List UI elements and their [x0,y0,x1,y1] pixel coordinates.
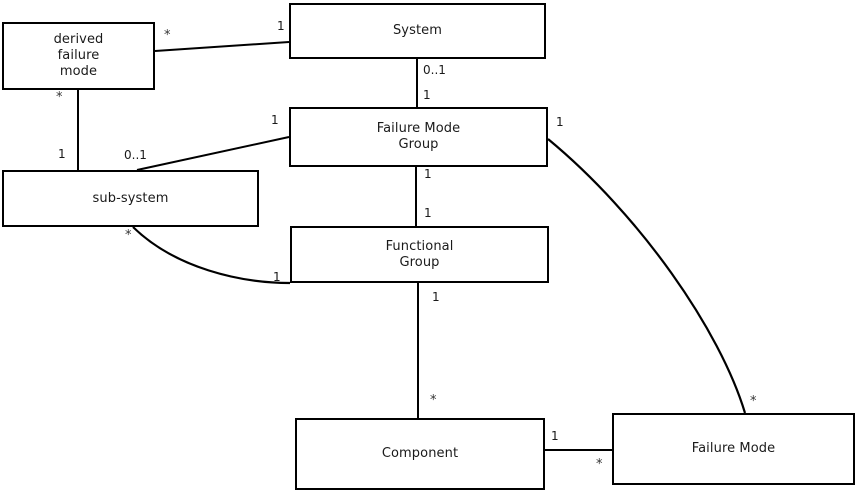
association-failure-mode-group-to-failure-mode [547,138,747,414]
multiplicity-m-dfm-system-star: * [164,28,171,43]
multiplicity-m-fmg-system-one: 1 [423,88,431,102]
multiplicity-m-component-fm-one: 1 [551,429,559,443]
class-name-derived-failure-mode: derived failure mode [53,32,104,79]
multiplicity-m-fg-subsystem-one: 1 [273,270,281,284]
class-name-functional-group: Functional Group [385,238,454,270]
multiplicity-m-subsystem-dfm-one: 1 [58,147,66,161]
multiplicity-m-system-fmg-zero-one: 0..1 [423,63,446,77]
multiplicity-m-subsystem-fmg-zero-one: 0..1 [124,148,147,162]
multiplicity-m-fm-component-star: * [596,457,603,472]
class-name-failure-mode-group: Failure Mode Group [376,121,461,152]
class-box-sub-system[interactable]: sub-system [2,170,259,227]
multiplicity-m-fmg-fm-one: 1 [556,115,564,129]
multiplicity-m-fg-fmg-one: 1 [424,206,432,220]
association-derived-failure-mode-to-system [154,41,290,52]
multiplicity-m-fm-fmg-star: * [750,394,757,409]
association-sub-system-to-failure-mode-group [136,136,290,171]
class-box-failure-mode[interactable]: Failure Mode [612,413,855,485]
multiplicity-m-subsystem-fg-star: * [125,228,132,243]
class-name-system: System [392,23,443,38]
association-sub-system-to-functional-group [132,226,291,285]
class-name-component: Component [381,446,459,461]
multiplicity-m-fg-component-one: 1 [432,290,440,304]
class-box-component[interactable]: Component [295,418,545,490]
multiplicity-m-system-dfm-one: 1 [277,19,285,33]
multiplicity-m-dfm-subsystem-star: * [56,90,63,105]
class-box-functional-group[interactable]: Functional Group [290,226,549,283]
class-box-system[interactable]: System [289,3,546,59]
class-name-sub-system: sub-system [92,190,169,206]
class-box-derived-failure-mode[interactable]: derived failure mode [2,22,155,90]
multiplicity-m-fmg-subsystem-one: 1 [271,113,279,127]
class-box-failure-mode-group[interactable]: Failure Mode Group [289,107,548,167]
class-name-failure-mode: Failure Mode [691,441,776,456]
multiplicity-m-component-fg-star: * [430,393,437,408]
multiplicity-m-fmg-fg-one: 1 [424,167,432,181]
